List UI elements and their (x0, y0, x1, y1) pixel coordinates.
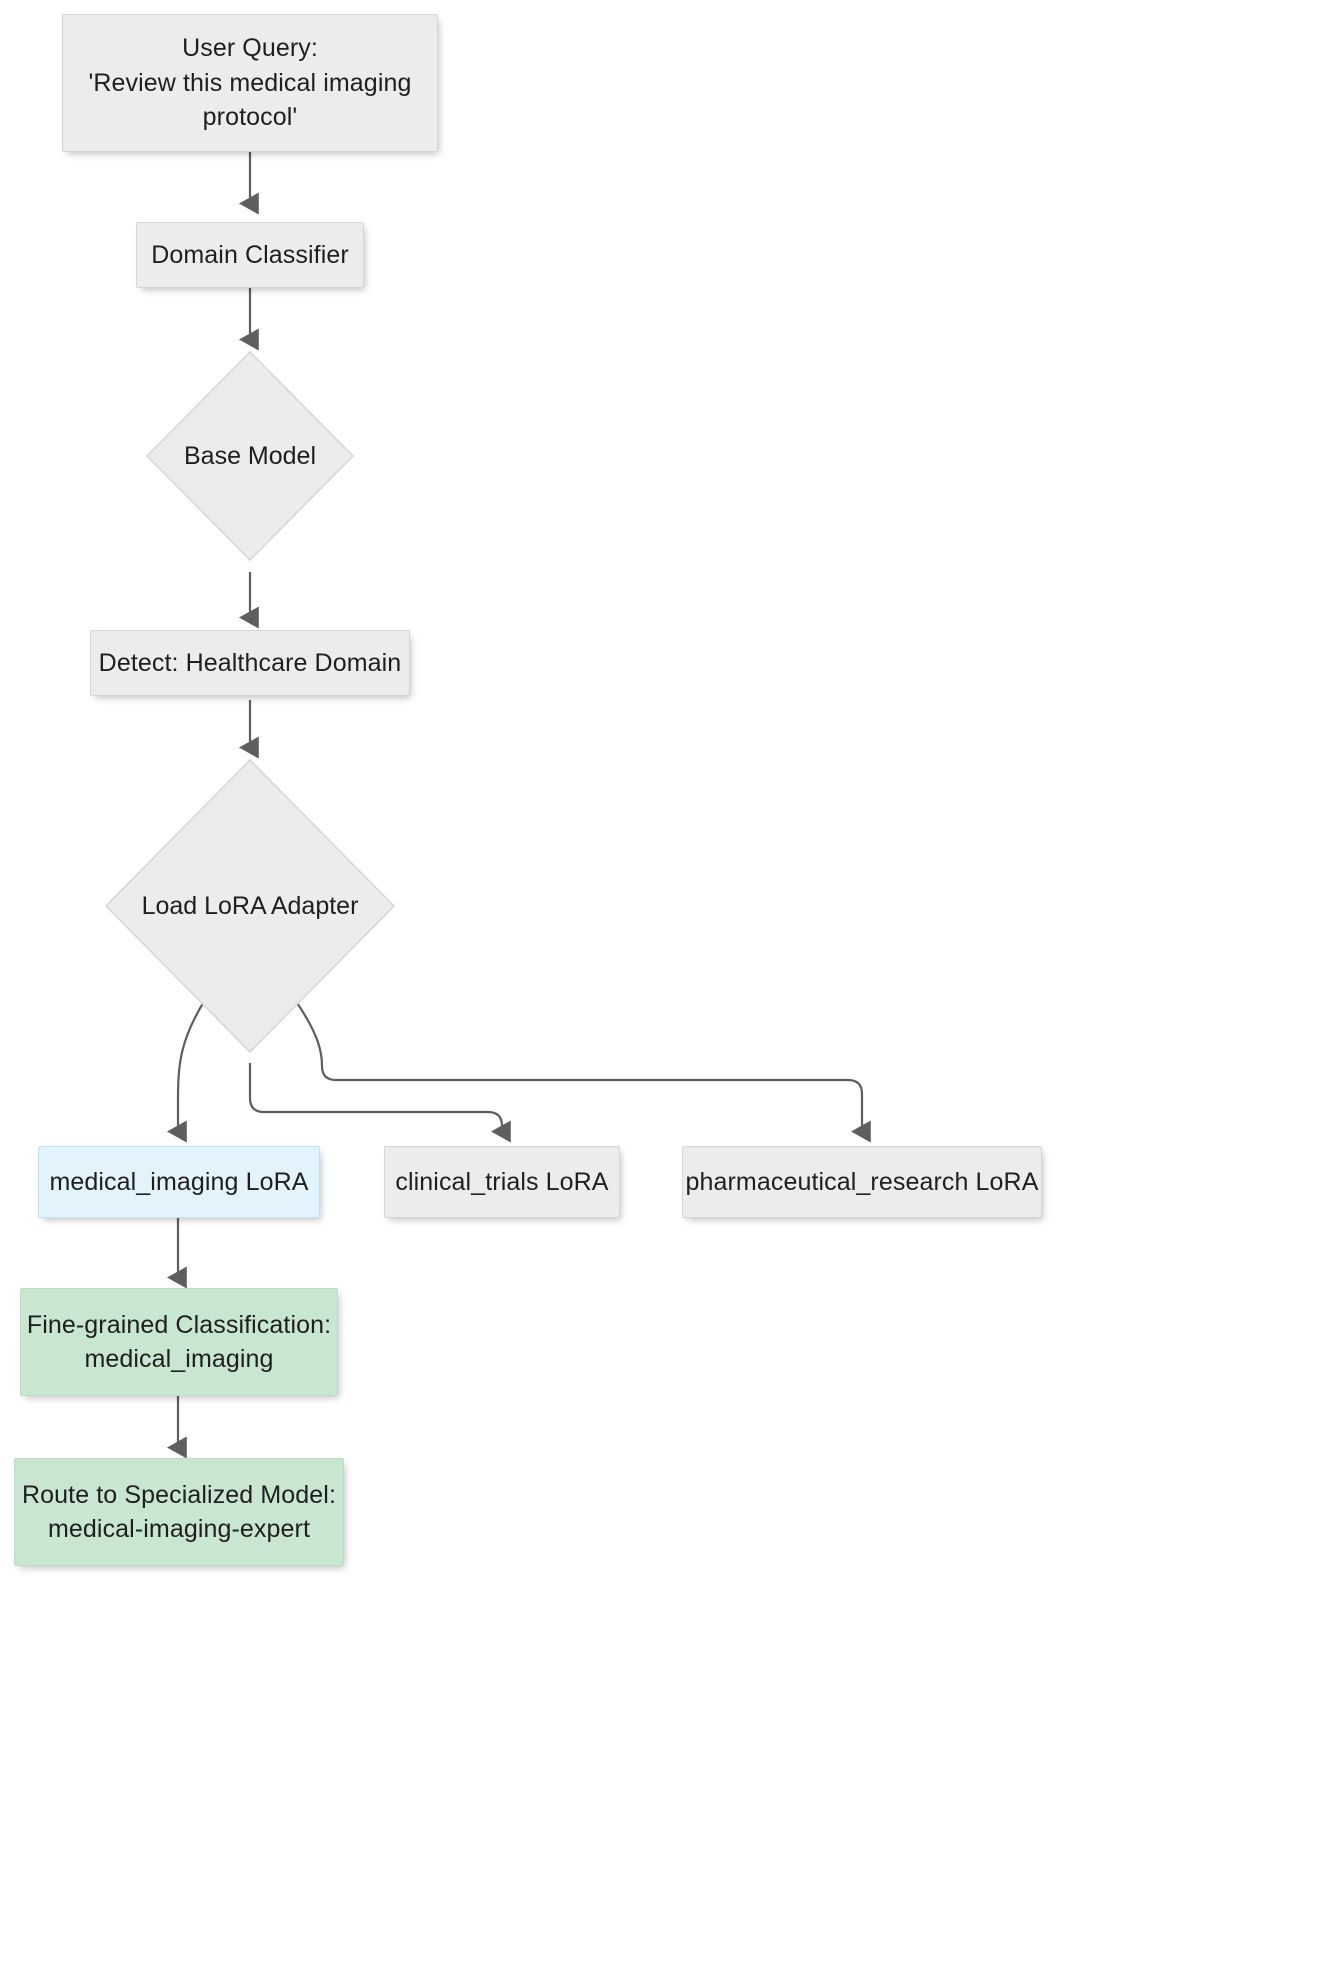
base-model-diamond-shape (145, 350, 355, 562)
node-user-query[interactable]: User Query: 'Review this medical imaging… (62, 14, 438, 152)
node-medical-imaging-lora[interactable]: medical_imaging LoRA (38, 1146, 320, 1218)
node-base-model[interactable]: Base Model (145, 350, 355, 562)
edge-load-lora-to-clinical-trials (248, 1063, 511, 1143)
node-domain-classifier[interactable]: Domain Classifier (136, 222, 364, 288)
node-fine-grained-classification[interactable]: Fine-grained Classification: medical_ima… (20, 1288, 338, 1396)
node-route-to-specialized-model[interactable]: Route to Specialized Model: medical-imag… (14, 1458, 344, 1566)
node-clinical-trials-lora[interactable]: clinical_trials LoRA (384, 1146, 620, 1218)
node-load-lora-adapter-label: Load LoRA Adapter (141, 891, 359, 920)
node-load-lora-adapter[interactable]: Load LoRA Adapter (104, 758, 396, 1054)
node-base-model-label: Base Model (183, 441, 317, 470)
node-detect-healthcare-domain[interactable]: Detect: Healthcare Domain (90, 630, 410, 696)
node-pharmaceutical-research-lora[interactable]: pharmaceutical_research LoRA (682, 1146, 1042, 1218)
load-lora-adapter-diamond-shape (104, 758, 396, 1054)
